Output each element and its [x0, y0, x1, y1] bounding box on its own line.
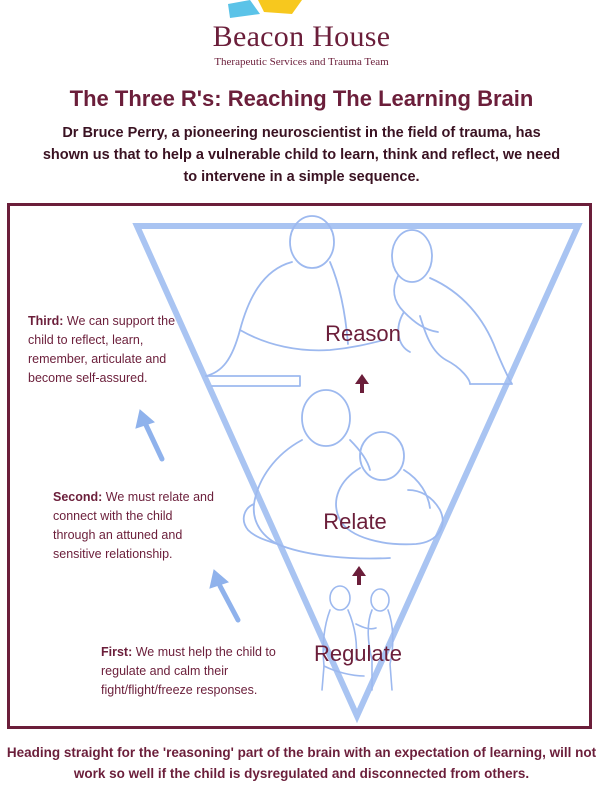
note-third-text: We can support the child to reflect, lea…: [28, 314, 176, 385]
note-second-text: We must relate and connect with the chil…: [53, 490, 214, 561]
relate-figures-illustration: [242, 389, 444, 560]
regulate-figures-illustration: [321, 585, 394, 691]
logo-yellow-shape: [258, 0, 302, 14]
progress-arrow-icon: [209, 569, 241, 623]
note-second-lead: Second:: [53, 490, 103, 504]
stage-arrow-up-icon: [352, 566, 366, 585]
reason-figures-illustration: [205, 215, 513, 387]
note-first-text: We must help the child to regulate and c…: [101, 645, 276, 697]
stage-label-relate: Relate: [323, 509, 387, 534]
stage-arrow-up-icon: [355, 374, 369, 393]
diagram-frame: [7, 203, 592, 729]
footer-statement: Heading straight for the 'reasoning' par…: [6, 745, 597, 781]
beacon-house-logo-icon: [228, 0, 302, 18]
progress-arrow-icon: [135, 409, 165, 462]
note-third: Third: We can support the child to refle…: [28, 312, 188, 388]
stage-label-regulate: Regulate: [313, 641, 403, 666]
note-first: First: We must help the child to regulat…: [101, 643, 281, 700]
brain-triangle: [132, 223, 583, 724]
page-title: The Three R's: Reaching The Learning Bra…: [69, 86, 534, 111]
note-third-lead: Third:: [28, 314, 64, 328]
note-first-lead: First:: [101, 645, 133, 659]
stage-label-reason: Reason: [325, 321, 401, 346]
brand-tagline: Therapeutic Services and Trauma Team: [214, 56, 389, 68]
brand-name: Beacon House: [212, 20, 391, 53]
note-second: Second: We must relate and connect with …: [53, 488, 218, 564]
intro-paragraph: Dr Bruce Perry, a pioneering neuroscient…: [42, 125, 561, 185]
logo-blue-shape: [228, 0, 260, 18]
